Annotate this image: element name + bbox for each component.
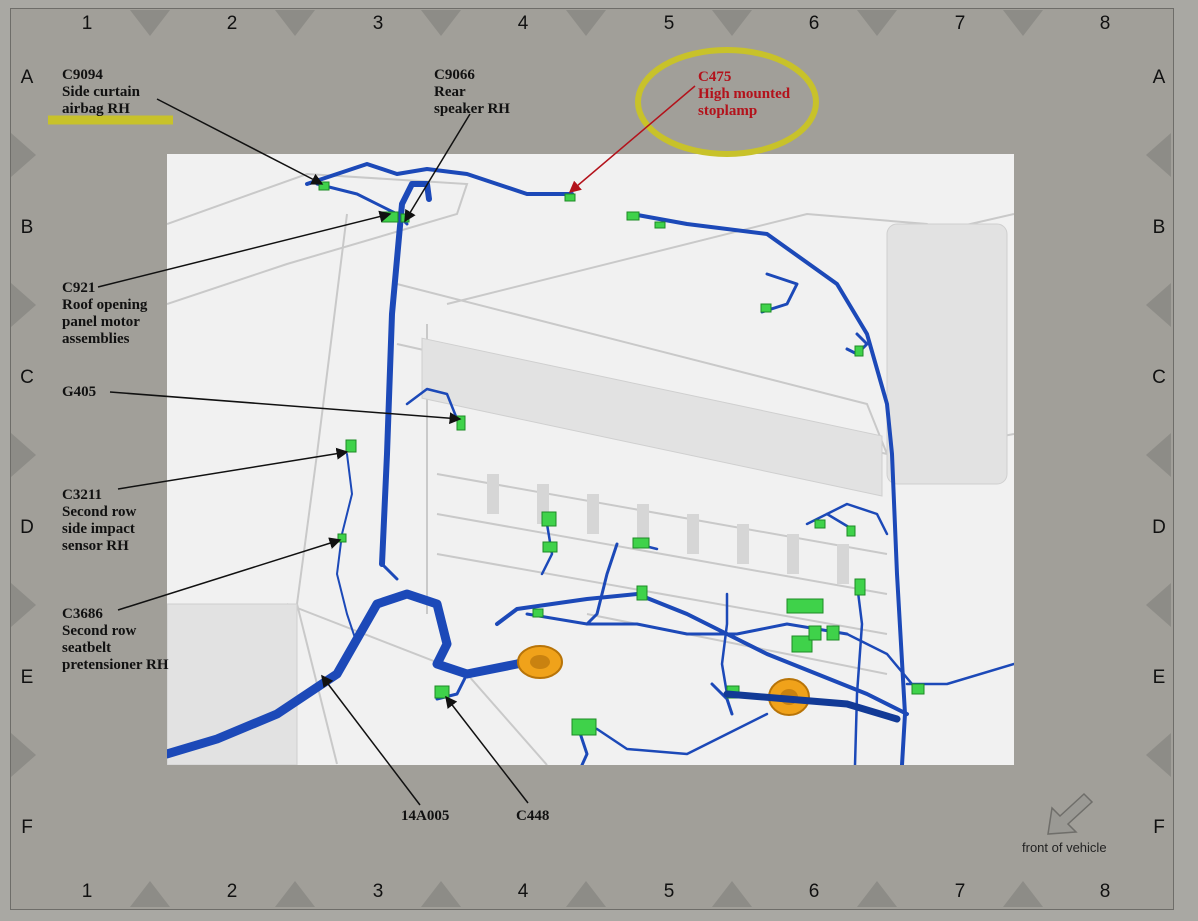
leader-c9094: [156, 98, 324, 185]
leader-c921: [97, 210, 392, 288]
harness-drawing: [162, 162, 1016, 767]
callout-c448: C448: [516, 808, 550, 824]
grid-row-left-D: D: [20, 517, 34, 538]
grid-col-bottom-6: 6: [808, 881, 820, 902]
grid-row-right-C: C: [1152, 367, 1166, 388]
grid-col-bottom-2: 2: [226, 881, 238, 902]
grid-col-top-2: 2: [226, 13, 238, 34]
grid-row-right-E: E: [1152, 667, 1166, 688]
leader-14a005: [321, 674, 421, 806]
front-of-vehicle-label: front of vehicle: [1022, 840, 1107, 855]
grid-row-left-A: A: [20, 67, 34, 88]
callout-c9066: C9066 Rear speaker RH: [434, 67, 510, 117]
grid-col-top-1: 1: [81, 13, 93, 34]
grid-col-bottom-7: 7: [954, 881, 966, 902]
callout-c921: C921 Roof opening panel motor assemblies: [62, 280, 148, 347]
grid-col-bottom-1: 1: [81, 881, 93, 902]
leader-c3211: [117, 447, 349, 490]
grid-col-top-7: 7: [954, 13, 966, 34]
grid-row-right-A: A: [1152, 67, 1166, 88]
grid-col-top-5: 5: [663, 13, 675, 34]
grid-row-right-D: D: [1152, 517, 1166, 538]
grid-row-right-F: F: [1153, 817, 1165, 838]
grid-row-left-C: C: [20, 367, 34, 388]
callout-g405: G405: [62, 384, 97, 400]
grid-col-top-8: 8: [1099, 13, 1111, 34]
callout-c3686: C3686 Second row seatbelt pretensioner R…: [62, 606, 169, 673]
callout-c9094: C9094 Side curtain airbag RH: [62, 67, 140, 117]
grid-row-right-B: B: [1152, 217, 1166, 238]
grid-col-top-6: 6: [808, 13, 820, 34]
leader-g405: [109, 391, 462, 425]
leader-c475: [568, 85, 696, 193]
grid-row-left-E: E: [20, 667, 34, 688]
grid-col-bottom-8: 8: [1099, 881, 1111, 902]
grid-col-top-3: 3: [372, 13, 384, 34]
grid-row-left-B: B: [20, 217, 34, 238]
grid-col-top-4: 4: [517, 13, 529, 34]
grid-col-bottom-5: 5: [663, 881, 675, 902]
leader-c9066: [404, 113, 471, 223]
grid-row-left-F: F: [21, 817, 33, 838]
leader-c448: [445, 695, 529, 804]
grid-col-bottom-3: 3: [372, 881, 384, 902]
callout-14a005: 14A005: [401, 808, 450, 824]
wiring-harness-illustration: [162, 154, 1016, 767]
grid-col-bottom-4: 4: [517, 881, 529, 902]
c475-highlight-circle: [635, 47, 819, 157]
leader-c3686: [117, 537, 342, 611]
callout-c3211: C3211 Second row side impact sensor RH: [62, 487, 137, 554]
callout-c475: C475 High mounted stoplamp: [698, 69, 791, 119]
